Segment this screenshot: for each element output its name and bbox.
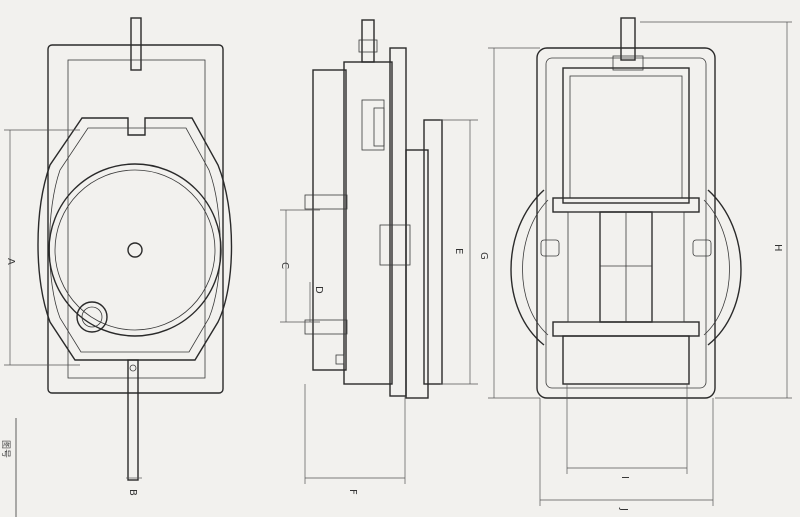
dim-label-h: H (772, 244, 783, 252)
drawing-number-note: 图号 (0, 440, 11, 458)
dim-label-j: J (618, 507, 629, 511)
dim-label-b: B (127, 489, 138, 496)
side-view (280, 19, 478, 484)
dim-label-e: E (453, 248, 464, 254)
dim-label-a: A (5, 258, 16, 265)
top-view (488, 17, 792, 506)
front-view (4, 17, 233, 481)
dim-label-d: D (313, 286, 324, 294)
dim-label-g: G (478, 252, 489, 260)
dim-label-i: I (619, 476, 630, 479)
dim-label-f: F (347, 489, 358, 495)
dim-label-c: C (279, 262, 290, 269)
